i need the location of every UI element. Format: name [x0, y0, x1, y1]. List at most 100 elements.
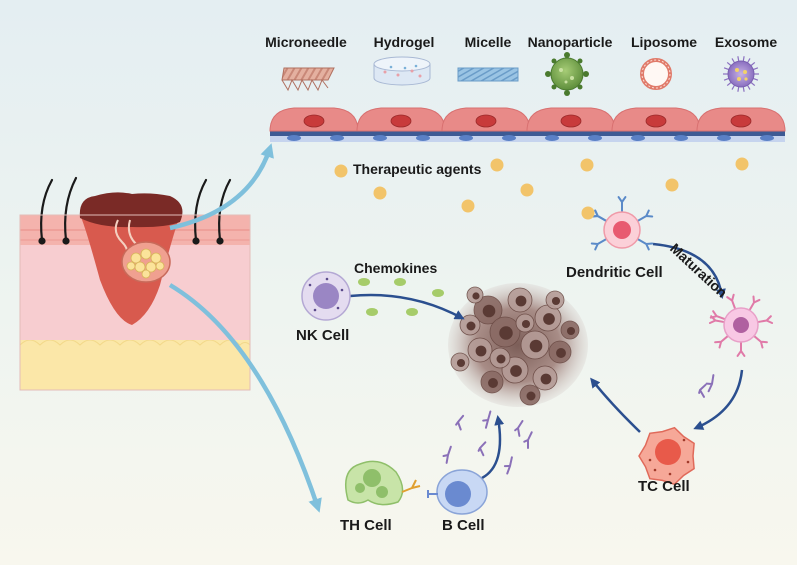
hydrogel-icon [373, 56, 431, 86]
vessel-cell [459, 135, 473, 141]
nanoparticle-icon [545, 52, 589, 96]
chemokine-dot [366, 308, 378, 316]
microneedle-icon [281, 67, 335, 92]
vessel-layer [270, 136, 785, 142]
exosome-spike [753, 77, 759, 81]
antibody [514, 420, 524, 437]
tc-to-tumor-arrow [590, 377, 641, 433]
tc-cell-label: TC Cell [638, 478, 690, 495]
exosome-spike [742, 86, 745, 92]
dendrite [708, 315, 726, 325]
carrier-label-microneedle: Microneedle [265, 34, 347, 50]
exosome-spike [742, 56, 745, 62]
exosome-spike [746, 84, 751, 90]
vessel-cell [416, 135, 430, 141]
micelle-icon [457, 67, 519, 82]
dendrite [636, 238, 654, 251]
dendrite [636, 209, 654, 222]
dendrite [617, 196, 627, 213]
carrier-label-nanoparticle: Nanoparticle [527, 34, 613, 50]
exosome-spike [726, 81, 732, 87]
chemokine-dot [394, 278, 406, 286]
vessel-cell [373, 135, 387, 141]
dc-to-tc-arrow [693, 369, 744, 430]
tumor-nucleus [551, 296, 561, 306]
dendrite [714, 334, 729, 349]
antibody [503, 456, 513, 475]
th-cell-label: TH Cell [340, 517, 392, 534]
tumor-nucleus [543, 313, 555, 325]
delivery-arrow-top [169, 143, 274, 231]
nk-to-tumor-arrow [349, 293, 465, 320]
vessel-cell [502, 135, 516, 141]
tumor-nucleus [556, 348, 566, 358]
chemokine-dot [406, 308, 418, 316]
chemokine-dot [358, 278, 370, 286]
carrier-label-liposome: Liposome [630, 34, 698, 50]
tumor-nucleus [472, 292, 480, 300]
chemokine-dot [432, 289, 444, 297]
exosome-spike [750, 81, 756, 87]
tumor-nucleus [540, 373, 552, 385]
vessel-cell [717, 135, 731, 141]
maturation-arrow [652, 242, 726, 299]
b-to-tumor-arrow [481, 415, 505, 480]
agent-dot [735, 157, 749, 171]
b-cell-label: B Cell [442, 517, 485, 534]
epithelial-nucleus [645, 114, 667, 128]
agent-dot [461, 199, 475, 213]
dendritic-cell-immature [590, 196, 654, 251]
epithelial-nucleus [560, 114, 582, 128]
antibody [705, 374, 715, 393]
tumor-mass [448, 283, 588, 407]
agent-dot [334, 164, 348, 178]
exosome-icon [723, 56, 759, 92]
chemokines-label: Chemokines [354, 260, 438, 276]
exosome-spike [750, 61, 756, 67]
exosome-spike [737, 86, 740, 92]
tumor-nucleus [475, 345, 487, 357]
tumor-nucleus [515, 295, 527, 307]
skin-cross-section [19, 176, 251, 391]
tumor-nucleus [482, 304, 496, 318]
tumor-nucleus [526, 391, 536, 401]
exosome-spike [746, 58, 751, 64]
carrier-label-exosome: Exosome [714, 34, 778, 50]
vessel-cell [674, 135, 688, 141]
antibody [698, 383, 707, 398]
vessel-cell [330, 135, 344, 141]
b-cell [427, 469, 488, 515]
carrier-label-micelle: Micelle [464, 34, 512, 50]
tumor-nucleus [466, 321, 476, 331]
vessel-cell [545, 135, 559, 141]
antibody [477, 441, 487, 457]
sebaceous-gland [121, 241, 171, 283]
tumor-nucleus [566, 326, 576, 336]
agent-dot [490, 158, 504, 172]
agent-dot [580, 158, 594, 172]
epithelial-nucleus [390, 114, 412, 128]
th-cell [345, 460, 421, 506]
vessel-cell [287, 135, 301, 141]
hair-strands [38, 176, 232, 245]
epithelial-nucleus [730, 114, 752, 128]
epithelial-nucleus [303, 114, 325, 128]
carrier-label-hydrogel: Hydrogel [373, 34, 435, 50]
antibodies [442, 374, 715, 475]
agent-dot [665, 178, 679, 192]
lesion-surface [79, 192, 183, 228]
vessel-cell [760, 135, 774, 141]
exosome-spike [731, 58, 736, 64]
dendritic-cell-mature [708, 293, 774, 357]
agent-dot [520, 183, 534, 197]
antibody [442, 445, 452, 464]
antibody [523, 431, 533, 449]
dendrite [756, 315, 774, 325]
epithelial-nucleus [475, 114, 497, 128]
exosome-spike [723, 67, 729, 71]
immune-arrow-down [168, 283, 322, 513]
nk-cell-label: NK Cell [296, 327, 350, 344]
dendrite [726, 293, 737, 311]
